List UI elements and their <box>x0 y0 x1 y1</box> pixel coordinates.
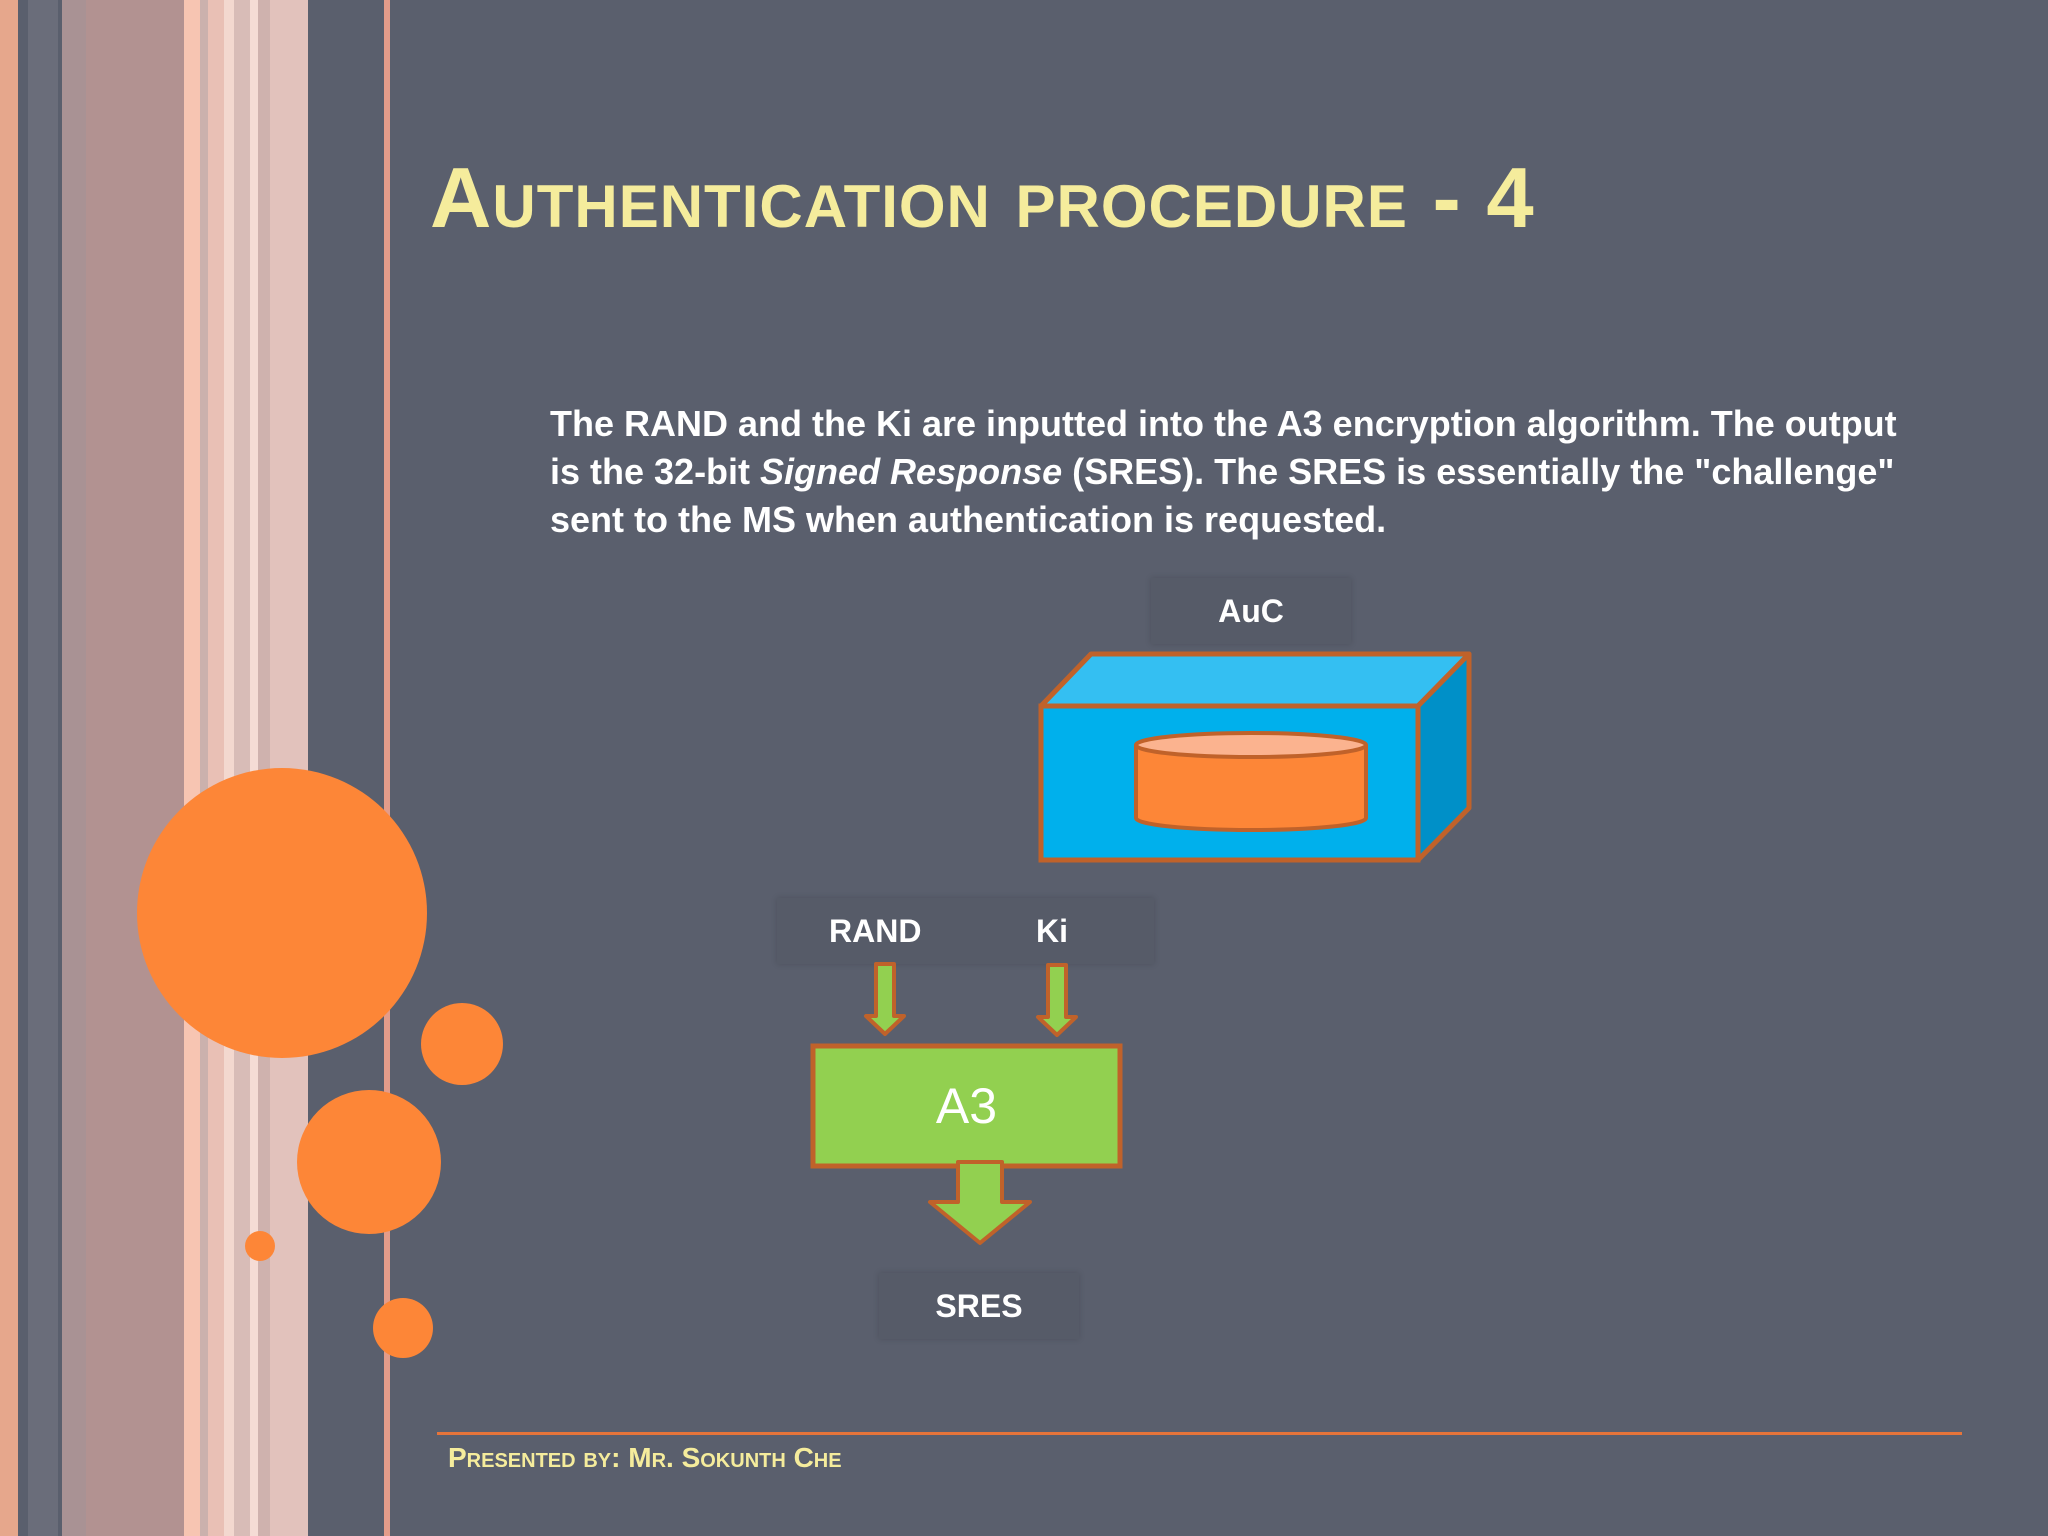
body-text: The RAND and the Ki are inputted into th… <box>550 400 1930 544</box>
slide-title: Authentication procedure - 4 <box>430 151 1535 246</box>
a3-label: A3 <box>935 1078 998 1134</box>
rand-arrow-icon <box>864 962 906 1036</box>
decorative-circles <box>137 768 503 1358</box>
ki-label: Ki <box>1036 912 1068 949</box>
a3-flow <box>810 962 1123 1245</box>
sres-label: SRES <box>879 1273 1079 1339</box>
medium-circle <box>297 1090 441 1234</box>
database-icon <box>1134 731 1368 832</box>
decorative-stripes <box>0 0 390 1536</box>
small-circle <box>421 1003 503 1085</box>
presenter-footer: Presented by: Mr. Sokunth Che <box>448 1442 842 1473</box>
small-circle <box>373 1298 433 1358</box>
rand-label: RAND <box>829 912 922 949</box>
body-text-part: (SRES). The SRES is essentially the "cha… <box>550 451 1895 540</box>
auc-server-icon <box>1038 651 1472 863</box>
a3-block <box>810 1043 1123 1169</box>
tiny-circle <box>245 1231 275 1261</box>
body-text-part: The RAND and the Ki are inputted into th… <box>550 403 1897 492</box>
ki-arrow-icon <box>1036 963 1078 1037</box>
inputs-label-strip: RAND Ki <box>777 898 1154 964</box>
body-text-italic: Signed Response <box>760 451 1063 492</box>
auc-label: AuC <box>1151 578 1351 644</box>
sres-arrow-icon <box>928 1160 1032 1245</box>
footer-divider <box>437 1432 1962 1435</box>
large-circle <box>137 768 427 1058</box>
